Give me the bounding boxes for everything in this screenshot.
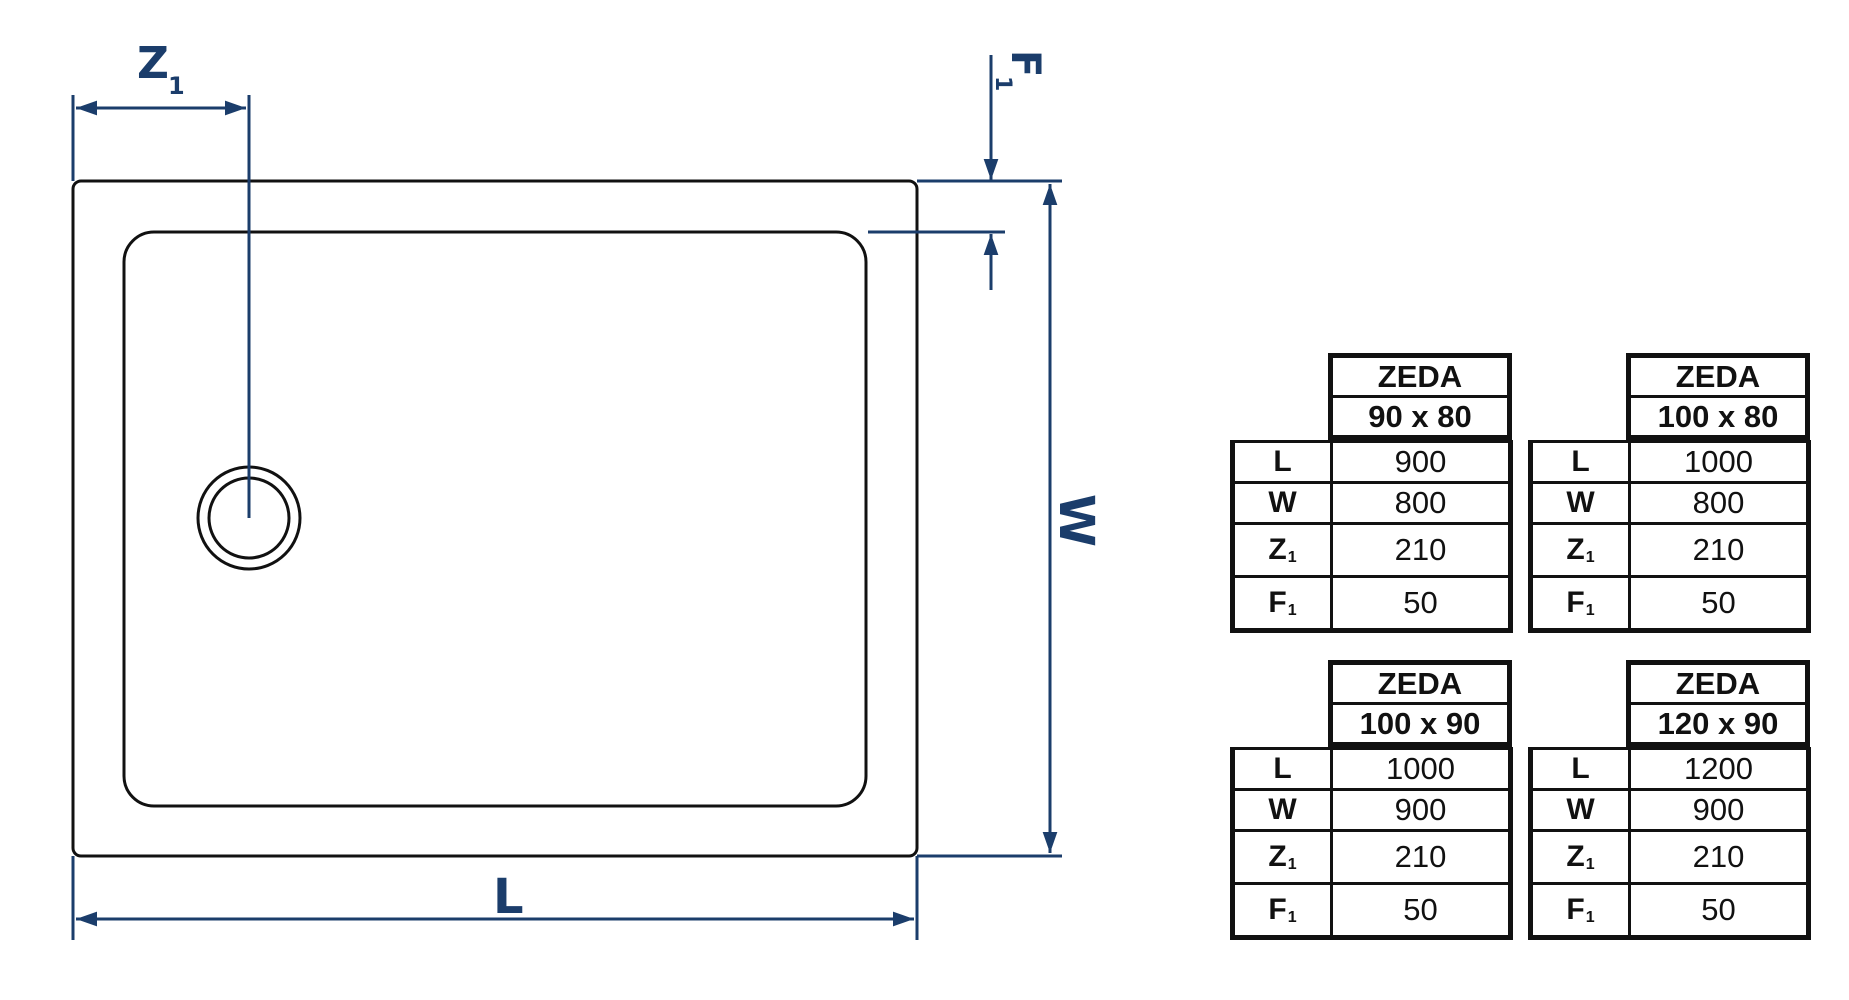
spec-row-w: W 900 xyxy=(1235,788,1508,829)
tray-inner-outline xyxy=(122,230,868,808)
z1-label-sub: 1 xyxy=(168,72,185,100)
spec-model: ZEDA xyxy=(1377,666,1463,701)
spec-value: 210 xyxy=(1692,532,1745,567)
spec-key: L xyxy=(1533,443,1631,481)
spec-value: 210 xyxy=(1394,839,1447,874)
spec-row-l: L 1200 xyxy=(1533,750,1806,788)
spec-row-w: W 800 xyxy=(1235,481,1508,522)
spec-value: 1000 xyxy=(1684,444,1753,479)
spec-row-w: W 900 xyxy=(1533,788,1806,829)
spec-header: ZEDA 90 x 80 xyxy=(1328,353,1512,440)
l-label: L xyxy=(493,869,524,925)
z1-label: Z xyxy=(137,38,169,89)
spec-key: W xyxy=(1235,791,1333,829)
spec-size: 100 x 80 xyxy=(1631,395,1805,435)
spec-value: 50 xyxy=(1701,892,1736,927)
spec-key: W xyxy=(1235,484,1333,522)
spec-value: 800 xyxy=(1692,485,1745,520)
spec-value: 1200 xyxy=(1684,751,1753,786)
spec-size: 90 x 80 xyxy=(1333,395,1507,435)
spec-header: ZEDA 100 x 90 xyxy=(1328,660,1512,747)
spec-model: ZEDA xyxy=(1675,359,1761,394)
spec-key: L xyxy=(1235,750,1333,788)
spec-model: ZEDA xyxy=(1377,359,1463,394)
f1-label: F xyxy=(1002,50,1048,77)
spec-row-l: L 1000 xyxy=(1235,750,1508,788)
spec-value: 210 xyxy=(1692,839,1745,874)
spec-key: W xyxy=(1533,791,1631,829)
spec-value: 900 xyxy=(1394,792,1447,827)
spec-value: 1000 xyxy=(1386,751,1455,786)
spec-row-l: L 900 xyxy=(1235,443,1508,481)
f1-label-sub: 1 xyxy=(990,76,1015,91)
spec-value: 210 xyxy=(1394,532,1447,567)
spec-header: ZEDA 100 x 80 xyxy=(1626,353,1810,440)
spec-size: 100 x 90 xyxy=(1333,702,1507,742)
spec-size: 120 x 90 xyxy=(1631,702,1805,742)
spec-value: 800 xyxy=(1394,485,1447,520)
spec-key: L xyxy=(1235,443,1333,481)
tray-outer-outline xyxy=(71,179,919,858)
spec-key: W xyxy=(1533,484,1631,522)
spec-value: 900 xyxy=(1394,444,1447,479)
spec-row-l: L 1000 xyxy=(1533,443,1806,481)
spec-model: ZEDA xyxy=(1675,666,1761,701)
spec-row-w: W 800 xyxy=(1533,481,1806,522)
spec-value: 50 xyxy=(1701,585,1736,620)
spec-value: 50 xyxy=(1403,892,1438,927)
spec-value: 900 xyxy=(1692,792,1745,827)
spec-header: ZEDA 120 x 90 xyxy=(1626,660,1810,747)
spec-value: 50 xyxy=(1403,585,1438,620)
spec-key: L xyxy=(1533,750,1631,788)
w-label: W xyxy=(1048,494,1104,547)
